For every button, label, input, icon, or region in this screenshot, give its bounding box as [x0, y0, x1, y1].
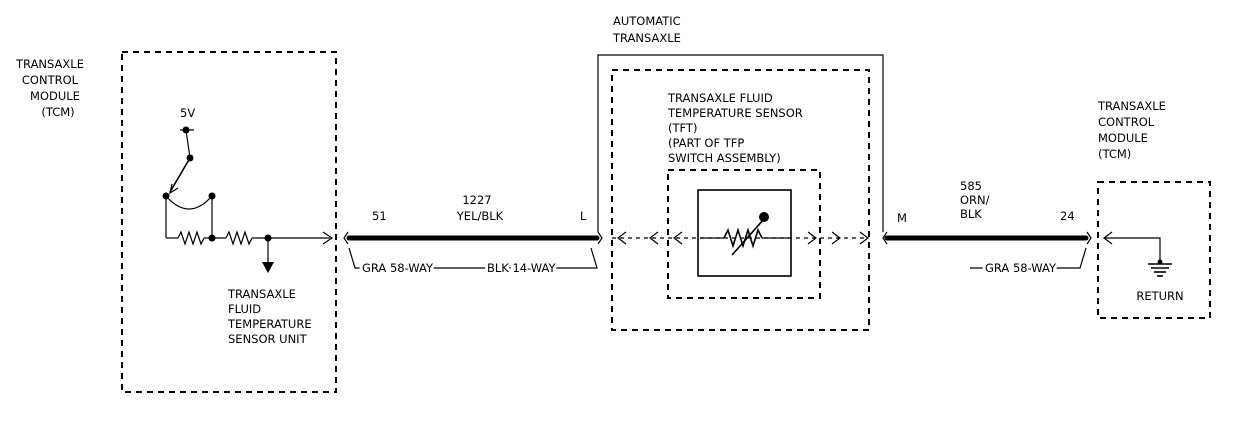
sensor-unit-line2: FLUID: [228, 302, 261, 316]
tcm-right-label: TRANSAXLE CONTROL MODULE (TCM): [1097, 99, 1166, 161]
wire-1227-right-end-icon: [597, 231, 603, 245]
pin-M-label: M: [897, 211, 907, 225]
voltage-label: 5V: [180, 106, 195, 120]
wire-1227-left-end-icon: [343, 231, 349, 245]
thermistor-icon: [723, 227, 763, 249]
chevron-left-1-icon: [617, 231, 627, 245]
wire-1227-number: 1227: [462, 193, 491, 207]
tcm-right-box: [1097, 181, 1211, 319]
switch-blade: [169, 157, 191, 193]
connector-blk14: BLK 14-WAY: [487, 261, 557, 275]
wire-585-right-end-icon: [1086, 231, 1092, 245]
pin-24-label: 24: [1060, 209, 1075, 223]
wire-585-color-line1: ORN/: [960, 193, 990, 207]
return-label: RETURN: [1136, 289, 1183, 303]
tcm-left-label-line2: CONTROL: [22, 73, 79, 87]
resistor-node: [208, 234, 216, 242]
tft-label-line5: SWITCH ASSEMBLY): [668, 151, 781, 165]
tft-sensor-box: [697, 189, 792, 277]
chevron-right-3-icon: [859, 231, 869, 245]
tfp-switch-assembly-box: [667, 169, 821, 299]
tcm-left-label-line1: TRANSAXLE: [15, 57, 84, 71]
wire-585-color-line2: BLK: [960, 207, 982, 221]
tcm-left-label-line3: MODULE: [30, 89, 80, 103]
wire-585-number: 585: [960, 179, 982, 193]
tcm-left-label: TRANSAXLE CONTROL MODULE (TCM): [15, 57, 84, 119]
auto-transaxle-line2: TRANSAXLE: [612, 31, 681, 45]
tcm-left-label-line4: (TCM): [41, 105, 74, 119]
connector-gra58-right: GRA 58-WAY: [985, 261, 1057, 275]
tcm-right-label-line3: MODULE: [1098, 131, 1148, 145]
tcm-right-label-line1: TRANSAXLE: [1097, 99, 1166, 113]
switch-arc: [165, 195, 213, 210]
auto-transaxle-inner-box: [611, 69, 870, 331]
wire-585-left-end-icon: [882, 231, 888, 245]
tcm-right-label-line4: (TCM): [1098, 147, 1131, 161]
sensor-unit-line1: TRANSAXLE: [227, 287, 296, 301]
tft-label: TRANSAXLE FLUID TEMPERATURE SENSOR (TFT)…: [667, 91, 803, 165]
pin-51-label: 51: [372, 209, 387, 223]
sensor-tap-arrow-icon: [262, 262, 274, 273]
pin-51-chevron-icon: [322, 231, 334, 245]
connector-gra58-left: GRA 58-WAY: [362, 261, 434, 275]
pin-L-label: L: [580, 209, 587, 223]
chevron-left-2-icon: [649, 231, 659, 245]
sensor-unit-line4: SENSOR UNIT: [228, 332, 308, 346]
return-wire: [1104, 237, 1161, 262]
thermistor-slash: [731, 218, 765, 256]
auto-transaxle-outline: [597, 54, 884, 232]
ground-icon: [1148, 263, 1172, 277]
tft-label-line4: (PART OF TFP: [668, 136, 744, 150]
tft-label-line1: TRANSAXLE FLUID: [667, 91, 773, 105]
sensor-unit-line3: TEMPERATURE: [227, 317, 312, 331]
tft-label-line2: TEMPERATURE SENSOR: [667, 106, 803, 120]
supply-wire: [185, 129, 191, 159]
tcm-left-box: [121, 51, 337, 393]
tcm-right-label-line2: CONTROL: [1098, 115, 1155, 129]
resistor-1-icon: [177, 230, 205, 246]
chevron-right-2-icon: [831, 231, 841, 245]
tft-label-line3: (TFT): [668, 121, 697, 135]
resistor-2-icon: [225, 230, 253, 246]
chevron-left-3-icon: [673, 231, 683, 245]
wire-1227-color: YEL/BLK: [456, 209, 504, 223]
connector-bracket-left: [348, 247, 598, 269]
chevron-right-1-icon: [807, 231, 817, 245]
switch-arrow: [169, 183, 179, 195]
auto-transaxle-line1: AUTOMATIC: [613, 14, 681, 28]
thermistor-bulb-icon: [759, 212, 769, 222]
sensor-unit-label: TRANSAXLE FLUID TEMPERATURE SENSOR UNIT: [227, 287, 312, 346]
connector-bracket-right: [970, 247, 1087, 269]
